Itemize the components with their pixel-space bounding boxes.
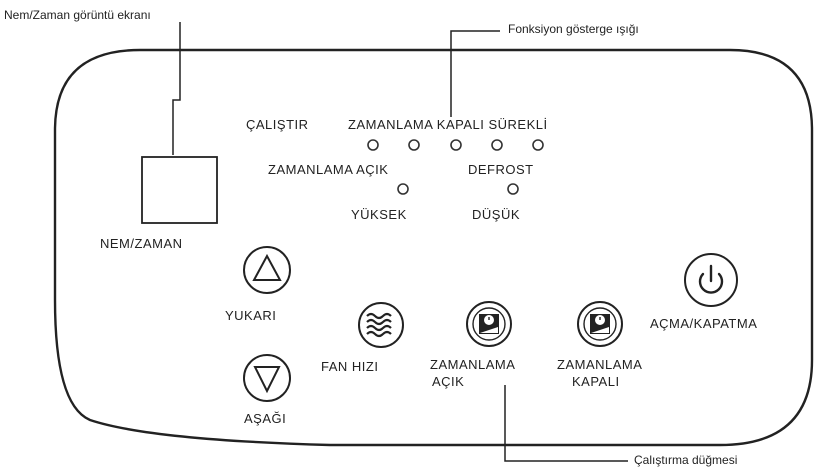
power-button-hit[interactable]	[685, 254, 737, 306]
indicator-callout-line	[450, 30, 500, 117]
timer-off-button-label-line1: ZAMANLAMA	[557, 357, 643, 372]
timer-off-icon	[590, 314, 610, 334]
display-callout-label: Nem/Zaman görüntü ekranı	[4, 8, 151, 22]
timer-off-button-hit[interactable]	[578, 302, 622, 346]
timer-on-icon	[479, 314, 499, 334]
led-defrost	[532, 139, 544, 151]
humidity-time-display	[141, 156, 218, 224]
timer-off-button-label-line2: KAPALI	[572, 374, 620, 389]
indicator-run-label: ÇALIŞTIR	[246, 117, 309, 132]
led-high	[397, 183, 409, 195]
fan-wave-icon	[366, 312, 392, 338]
down-arrow-icon	[253, 366, 281, 394]
led-run	[367, 139, 379, 151]
display-label: NEM/ZAMAN	[100, 236, 183, 251]
fan-speed-button-label: FAN HIZI	[321, 359, 379, 374]
timer-off-button	[577, 301, 623, 347]
fan-speed-button	[358, 302, 404, 348]
timer-on-button-label-line1: ZAMANLAMA	[430, 357, 516, 372]
indicator-timer-off-continuous-label: ZAMANLAMA KAPALI SÜREKLİ	[348, 117, 548, 132]
power-button-label: AÇMA/KAPATMA	[650, 316, 758, 331]
indicator-low-label: DÜŞÜK	[472, 207, 521, 222]
down-button-label: AŞAĞI	[244, 411, 287, 426]
led-low	[507, 183, 519, 195]
power-button	[684, 253, 738, 307]
up-button-hit[interactable]	[244, 247, 290, 293]
led-timer-on	[408, 139, 420, 151]
fan-speed-button-hit[interactable]	[359, 303, 403, 347]
timer-on-button-label-line2: AÇIK	[432, 374, 465, 389]
up-button-label: YUKARI	[225, 308, 277, 323]
down-button-hit[interactable]	[244, 355, 290, 401]
led-continuous	[491, 139, 503, 151]
up-button	[243, 246, 291, 294]
button-callout-label: Çalıştırma düğmesi	[634, 453, 738, 467]
timer-on-button	[466, 301, 512, 347]
up-arrow-icon	[252, 253, 282, 281]
indicator-timer-on-label: ZAMANLAMA AÇIK	[268, 162, 389, 177]
display-callout-line	[172, 22, 181, 155]
panel-outline	[53, 48, 814, 447]
power-icon	[698, 264, 724, 294]
indicator-high-label: YÜKSEK	[351, 207, 407, 222]
indicator-defrost-label: DEFROST	[468, 162, 534, 177]
button-callout-line	[504, 385, 628, 462]
indicator-callout-label: Fonksiyon gösterge ışığı	[508, 22, 639, 36]
timer-on-button-hit[interactable]	[467, 302, 511, 346]
down-button	[243, 354, 291, 402]
led-timer-off	[450, 139, 462, 151]
